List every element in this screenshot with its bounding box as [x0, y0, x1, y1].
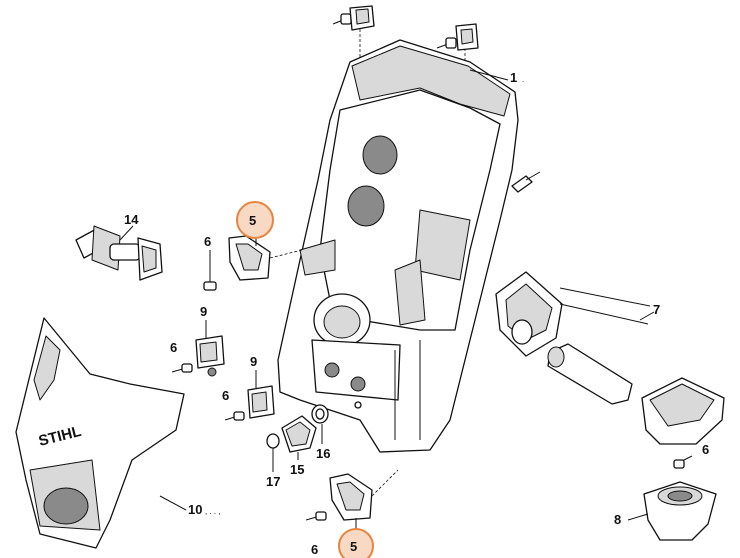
callout-9-upper: 9	[200, 304, 207, 319]
callout-6-mid: 6	[170, 340, 177, 355]
callout-10: 10	[188, 502, 202, 517]
bracket-lower	[329, 473, 373, 521]
screw-6-mid	[171, 363, 193, 373]
callout-5-lower-highlight: 5	[338, 528, 374, 558]
callout-6-lower: 6	[222, 388, 229, 403]
callout-14: 14	[124, 212, 139, 227]
housing-side-screw	[511, 171, 541, 193]
svg-text:, . . ,: , . . ,	[205, 507, 221, 516]
hose-holder-right	[641, 377, 725, 445]
hose-tube	[547, 343, 633, 405]
callout-6-bottom: 6	[311, 542, 318, 557]
front-cover: STIHL	[15, 317, 185, 549]
callout-1: 1	[510, 70, 517, 85]
o-ring	[266, 433, 280, 449]
top-clip-right	[455, 23, 479, 51]
top-clip-left	[349, 5, 375, 31]
svg-text:.: .	[522, 75, 524, 84]
nut-block-lower	[247, 385, 275, 419]
callout-6-right: 6	[702, 442, 709, 457]
callout-15: 15	[290, 462, 304, 477]
screw-6-lower	[224, 411, 245, 421]
hose-holder-left	[495, 271, 563, 357]
screw-6-right	[673, 455, 693, 469]
callout-5-lower: 5	[350, 539, 357, 554]
seal-ring	[311, 404, 329, 424]
main-housing	[277, 39, 519, 453]
callout-7: 7	[653, 302, 660, 317]
callout-8: 8	[614, 512, 621, 527]
callout-16: 16	[316, 446, 330, 461]
nut-block-upper	[195, 335, 225, 377]
callout-5-upper: 5	[249, 213, 256, 228]
callout-9-lower: 9	[250, 354, 257, 369]
callout-5-upper-highlight: 5	[236, 201, 274, 239]
screw-6-upper	[203, 250, 217, 291]
hose-coupling	[281, 415, 317, 453]
screw-6-bottom	[305, 511, 327, 521]
motor-shaft-part	[75, 225, 163, 281]
holder-cup	[643, 481, 717, 541]
callout-17: 17	[266, 474, 280, 489]
bracket-upper	[228, 235, 271, 281]
callout-6-upper: 6	[204, 234, 211, 249]
